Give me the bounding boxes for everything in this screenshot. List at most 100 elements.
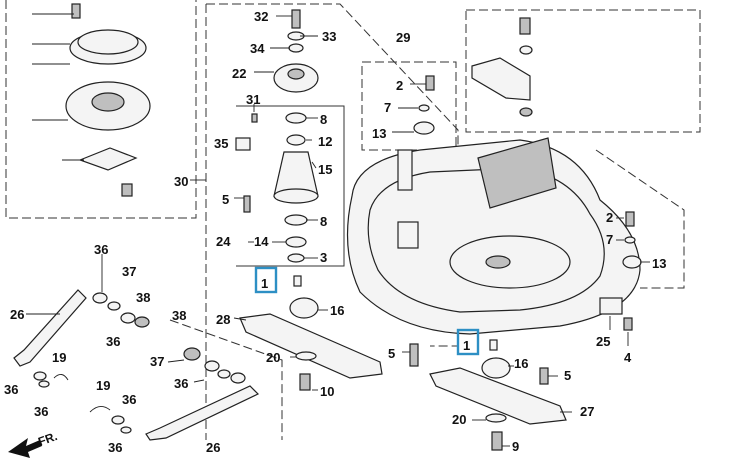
fan-hub (91, 92, 125, 112)
ur-bolt (519, 17, 531, 35)
highlight-box-part1-left (254, 266, 278, 294)
callout-29: 29 (396, 30, 410, 45)
callout-32: 32 (254, 9, 268, 24)
upper-right-bracket (471, 17, 533, 117)
deck-bolt-5c (409, 343, 419, 367)
deck-clip-25 (599, 297, 623, 315)
mower-deck (346, 137, 641, 335)
callout-26-lower: 26 (206, 440, 220, 455)
callout-36-b: 36 (106, 334, 120, 349)
callout-30: 30 (174, 174, 188, 189)
arm-washer-c (120, 312, 136, 324)
deck-bolt-5b (539, 367, 549, 385)
arm-26-lower (145, 385, 260, 441)
callout-5-deck: 5 (388, 346, 395, 361)
engine-parts (32, 3, 151, 197)
callout-34: 34 (250, 41, 265, 56)
bracket-washer-7 (418, 104, 430, 112)
blade-left (233, 313, 383, 391)
blade-right (402, 339, 572, 451)
callout-8-upper: 8 (320, 112, 327, 127)
callout-33: 33 (322, 29, 336, 44)
callout-36-f: 36 (122, 392, 136, 407)
pulley-subgroup-frame (236, 105, 345, 267)
spindle-assembly (190, 9, 328, 319)
callout-20-right: 20 (452, 412, 466, 427)
callout-22: 22 (232, 66, 246, 81)
callout-31: 31 (246, 92, 260, 107)
callout-37-lower: 37 (150, 354, 164, 369)
callout-5-right: 5 (564, 368, 571, 383)
upper-bearing (285, 112, 307, 124)
callout-25: 25 (596, 334, 610, 349)
woodruff-key-2 (489, 339, 498, 351)
blade-28 (239, 313, 383, 379)
clip-19b (89, 406, 111, 413)
front-direction-label: FR. (36, 429, 59, 449)
callout-7-right: 7 (606, 232, 613, 247)
callout-36-g: 36 (108, 440, 122, 455)
right-side-parts (609, 211, 650, 346)
spindle-nut (287, 253, 305, 263)
callout-1-left: 1 (261, 276, 268, 291)
blade-27 (429, 367, 567, 425)
callout-15: 15 (318, 162, 332, 177)
callout-8-lower: 8 (320, 214, 327, 229)
callout-28: 28 (216, 312, 230, 327)
blade-washer-2 (485, 413, 507, 423)
arm-washer-b (107, 301, 121, 311)
deck-bracket-b (397, 221, 419, 249)
callout-5-spindle: 5 (222, 192, 229, 207)
front-direction-indicator: FR. (8, 429, 59, 458)
callout-13-bracket: 13 (372, 126, 386, 141)
arm-washer-a (92, 292, 108, 304)
arm-washer-i (111, 415, 125, 425)
callout-2-right: 2 (606, 210, 613, 225)
blade-washer-1 (295, 351, 317, 361)
callout-2-bracket: 2 (396, 78, 403, 93)
blade-adapter-1 (289, 297, 319, 319)
callout-14: 14 (254, 234, 269, 249)
deck-spindle-cap (485, 255, 511, 269)
housing-bolt (243, 195, 251, 213)
callout-36-e: 36 (174, 376, 188, 391)
starter-ring-inner (77, 29, 139, 55)
blade-bolt-1 (299, 373, 311, 391)
callout-3: 3 (320, 250, 327, 265)
grease-fitting (235, 137, 251, 151)
callout-16-right: 16 (514, 356, 528, 371)
arm-washer-h (230, 372, 246, 384)
bracket-group-29 (392, 75, 435, 135)
callout-37-upper: 37 (122, 264, 136, 279)
engine-parts-frame (5, 0, 197, 219)
callout-13-right: 13 (652, 256, 666, 271)
callout-20-left: 20 (266, 350, 280, 365)
callout-16-left: 16 (330, 303, 344, 318)
spindle-group-frame (206, 3, 459, 347)
callout-4: 4 (624, 350, 632, 365)
callout-26-upper: 26 (10, 307, 24, 322)
callout-1-right: 1 (463, 338, 470, 353)
ur-bracket-plate (471, 57, 531, 101)
callout-7-bracket: 7 (384, 100, 391, 115)
arm-washer-f (204, 360, 220, 372)
callout-36-a: 36 (94, 242, 108, 257)
deck-bracket-a (397, 149, 413, 191)
pulley-spacer (288, 43, 304, 53)
spindle-flange (273, 188, 319, 204)
arm-washer-e (38, 380, 50, 388)
rs-bolt-2 (625, 211, 635, 227)
arm-26-upper (13, 289, 87, 367)
clip-19a (53, 374, 69, 381)
arm-washer-d (33, 371, 47, 381)
rs-bolt-4 (623, 317, 633, 331)
fan-bolt (121, 183, 133, 197)
lower-arm-frame (169, 319, 283, 440)
top-bolt (71, 3, 81, 19)
front-arrow-icon (8, 438, 42, 458)
upper-seal (286, 134, 306, 146)
pulley-hub (287, 68, 305, 80)
callout-35: 35 (214, 136, 228, 151)
rs-washer-7 (624, 236, 636, 244)
